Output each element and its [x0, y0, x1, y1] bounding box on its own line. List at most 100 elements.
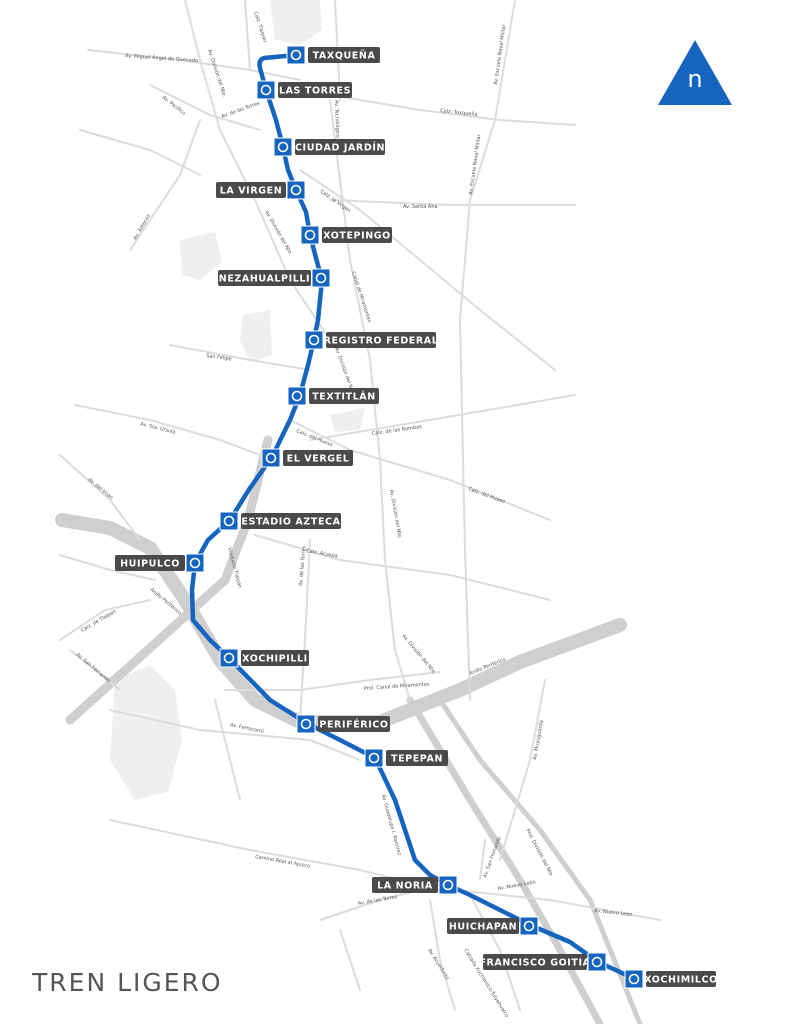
station-name: TEXTITLÁN	[312, 391, 376, 403]
water-wheel-icon	[438, 875, 458, 895]
garden-trellis-icon	[273, 137, 293, 157]
street	[59, 599, 151, 641]
street	[169, 344, 311, 371]
station-name: EL VERGEL	[287, 454, 350, 465]
street	[59, 554, 156, 581]
station[interactable]: LAS TORRES	[256, 80, 352, 100]
station[interactable]: FRANCISCO GOITIA	[479, 952, 607, 972]
station[interactable]: EL VERGEL	[261, 448, 353, 468]
station[interactable]: TAXQUEÑA	[286, 45, 380, 65]
grapes-icon	[261, 448, 281, 468]
station-name: XOTEPINGO	[323, 231, 391, 242]
station[interactable]: LA NORIA	[372, 875, 458, 895]
station-name: TEPEPAN	[391, 754, 443, 765]
street-label: Calz. Taxqueña	[440, 108, 478, 118]
street	[109, 709, 361, 761]
street-label: Av. San Fernando	[75, 652, 112, 684]
station[interactable]: HUIPULCO	[115, 553, 205, 573]
monument-icon	[185, 553, 205, 573]
street-label: Av. Guadalupe I. Ramírez	[380, 794, 403, 857]
street	[329, 199, 576, 206]
station-label-box	[318, 716, 390, 732]
street	[429, 899, 456, 1011]
street-label: Av. Aztecas	[133, 213, 153, 241]
maguey-plant-icon	[287, 386, 307, 406]
street-label: Av. de las Torres	[221, 100, 261, 120]
station[interactable]: REGISTRO FEDERAL	[304, 330, 439, 350]
station-name: LA VIRGEN	[220, 186, 283, 197]
sun-disc-icon	[219, 648, 239, 668]
station-label-box	[322, 227, 392, 243]
station-name: PERIFÉRICO	[319, 719, 388, 731]
street-label: Av. de las Torres	[357, 894, 398, 907]
station-label-box	[386, 750, 448, 766]
station[interactable]: ESTADIO AZTECA	[219, 511, 341, 531]
street	[469, 894, 521, 1011]
station[interactable]: XOCHIPILLI	[219, 648, 309, 668]
station[interactable]: NEZAHUALPILLI	[218, 268, 331, 288]
stadium-icon	[219, 511, 239, 531]
street-label: Av. Miguel Ángel de Quevedo	[125, 52, 198, 64]
street-label: Calz. Acoxpa	[306, 548, 338, 559]
station-label-box	[646, 971, 716, 987]
street-label: Prol. División del Nte.	[524, 828, 555, 879]
trees-icon	[519, 916, 539, 936]
water-wheel-icon-glyph	[442, 879, 454, 891]
north-arrow: n	[658, 40, 732, 105]
station-label-box	[295, 139, 385, 155]
street-label: San Felipe	[206, 353, 232, 363]
street	[214, 699, 241, 801]
north-arrow-letter: n	[687, 65, 702, 93]
power-tower-icon-glyph	[260, 84, 272, 96]
viaducto-road	[65, 435, 273, 725]
street	[149, 84, 261, 131]
station[interactable]: TEPEPAN	[364, 748, 448, 768]
street	[74, 404, 261, 456]
major-roads	[55, 435, 643, 1024]
street	[339, 929, 361, 991]
station[interactable]: PERIFÉRICO	[296, 714, 390, 734]
street-label: Calz. de Tlalpan	[80, 609, 118, 634]
street	[129, 119, 201, 251]
green-area	[330, 408, 365, 432]
station[interactable]: XOCHIMILCO	[624, 969, 718, 989]
trajinera-icon	[624, 969, 644, 989]
street	[299, 169, 556, 371]
stations: TAXQUEÑA LAS TORRES CIUDAD JARDÍN LA VIRGEN…	[115, 45, 718, 989]
crescent-moon-icon-glyph	[290, 49, 302, 61]
station-label-box	[241, 513, 341, 529]
street	[109, 819, 421, 886]
virgin-figure-icon	[286, 180, 306, 200]
division-norte-road	[406, 696, 604, 1024]
street-label: Av. División del Nte.	[400, 633, 438, 676]
station[interactable]: HUICHAPAN	[447, 916, 539, 936]
station-label-box	[218, 270, 311, 286]
street	[479, 839, 486, 881]
green-areas	[110, 0, 365, 800]
interchange-icon	[296, 714, 316, 734]
sun-disc-icon-glyph	[223, 652, 235, 664]
canal-road	[437, 697, 643, 1024]
station[interactable]: LA VIRGEN	[216, 180, 306, 200]
station[interactable]: XOTEPINGO	[300, 225, 392, 245]
stadium-icon-glyph	[223, 515, 235, 527]
station-label-box	[283, 450, 353, 466]
station-name: NEZAHUALPILLI	[219, 274, 310, 285]
station[interactable]: CIUDAD JARDÍN	[273, 137, 385, 157]
flower-icon	[300, 225, 320, 245]
station-name: REGISTRO FEDERAL	[324, 336, 439, 347]
painter-icon-glyph	[591, 956, 603, 968]
station[interactable]: TEXTITLÁN	[287, 386, 379, 406]
power-tower-icon	[256, 80, 276, 100]
station-label-box	[309, 388, 379, 404]
street-label: Calz. Tlalpan	[252, 11, 268, 43]
volcano-icon-glyph	[368, 752, 380, 764]
street	[454, 889, 661, 921]
station-label-box	[278, 82, 352, 98]
car-icon-glyph	[308, 334, 320, 346]
street	[309, 394, 576, 441]
periferico-road	[55, 513, 627, 729]
street-labels: Av. Miguel Ángel de Quevedo Calz. Tlalpa…	[75, 11, 633, 1019]
